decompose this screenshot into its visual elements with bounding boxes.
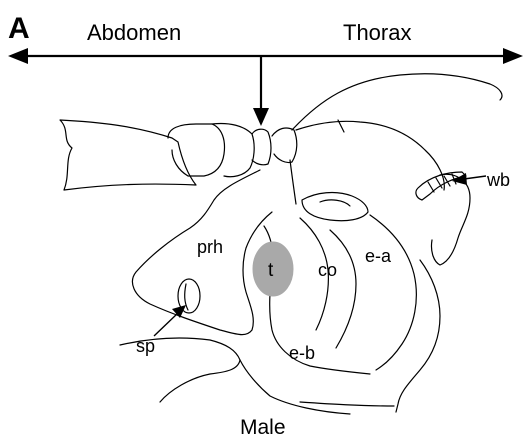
label-t: t <box>268 260 274 281</box>
sp-pointer-arrow <box>154 305 186 336</box>
label-prh: prh <box>197 237 223 257</box>
abdomen-label: Abdomen <box>87 20 181 45</box>
label-sp: sp <box>136 336 155 356</box>
label-e-b: e-b <box>289 343 315 363</box>
panel-letter: A <box>8 12 30 45</box>
label-co: co <box>318 260 337 280</box>
label-e-a: e-a <box>365 246 392 266</box>
axis-arrow <box>8 48 523 64</box>
thorax-label: Thorax <box>343 20 411 45</box>
caption-male: Male <box>240 416 286 439</box>
boundary-arrow <box>253 56 269 126</box>
label-wb: wb <box>486 170 510 190</box>
wb-pointer-arrow <box>452 173 486 185</box>
